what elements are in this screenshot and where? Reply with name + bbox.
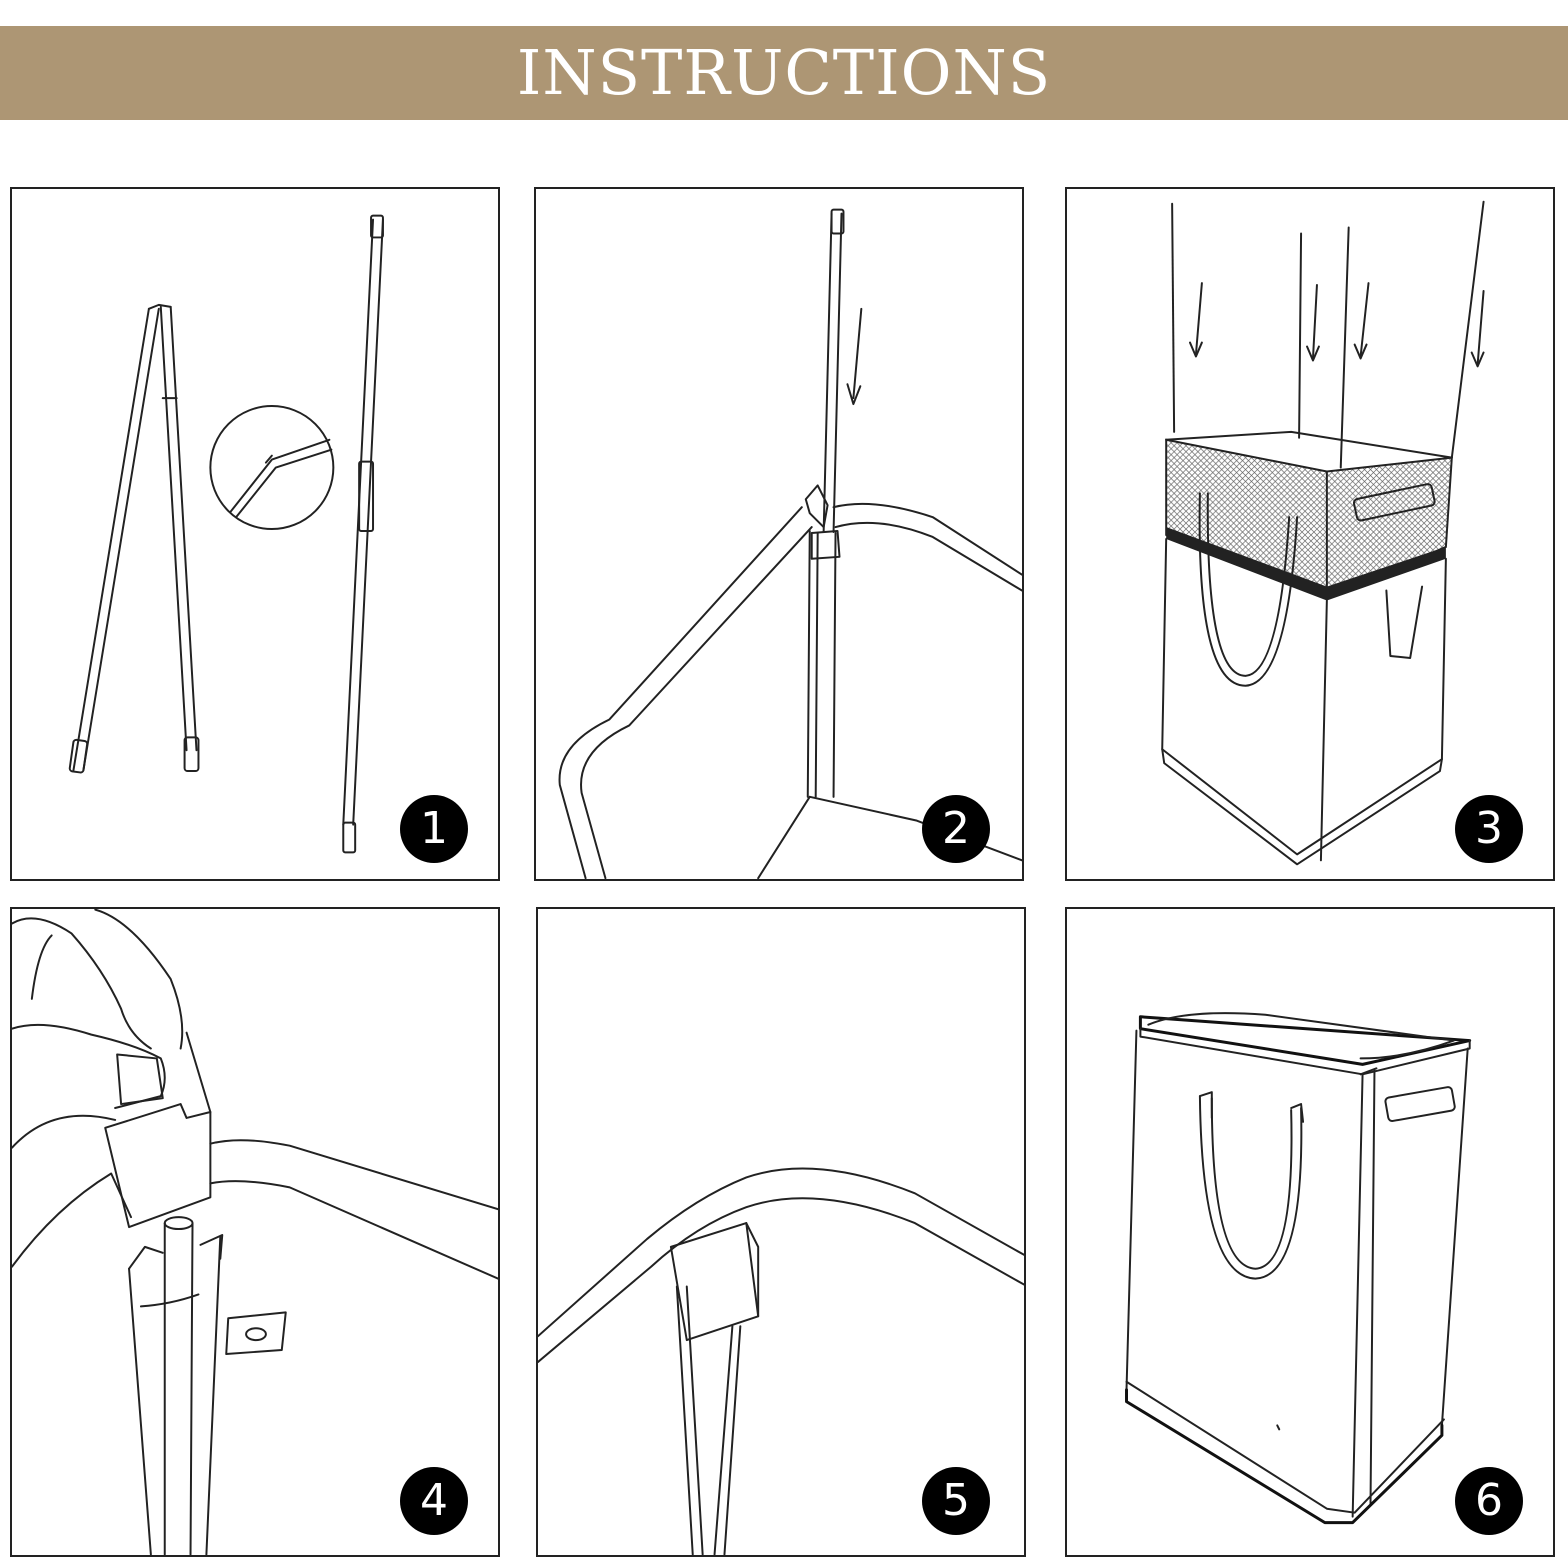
instructions-banner: INSTRUCTIONS xyxy=(0,26,1568,120)
push-pole-cap-into-sleeve-icon xyxy=(12,909,498,1555)
step-panel-2: 2 xyxy=(534,187,1024,881)
step-panel-3: 3 xyxy=(1065,187,1555,881)
assembled-hamper-icon xyxy=(1125,1012,1472,1525)
step-number-badge: 4 xyxy=(400,1467,468,1535)
page-title: INSTRUCTIONS xyxy=(516,36,1052,109)
step-panel-4: 4 xyxy=(10,907,500,1557)
step-panel-5: 5 xyxy=(536,907,1026,1557)
fold-flap-over-pole-icon xyxy=(538,1167,1024,1555)
insert-pole-into-corner-sleeve-icon xyxy=(558,208,1022,879)
step-number-badge: 1 xyxy=(400,795,468,863)
insert-four-poles-into-hamper-icon xyxy=(1161,200,1485,866)
step-number-badge: 6 xyxy=(1455,1467,1523,1535)
step-panel-6: 6 xyxy=(1065,907,1555,1557)
step-number-badge: 5 xyxy=(922,1467,990,1535)
step-panel-1: 1 xyxy=(10,187,500,881)
folded-pole-sections-icon xyxy=(68,214,384,854)
step-number-badge: 2 xyxy=(922,795,990,863)
step-number-badge: 3 xyxy=(1455,795,1523,863)
